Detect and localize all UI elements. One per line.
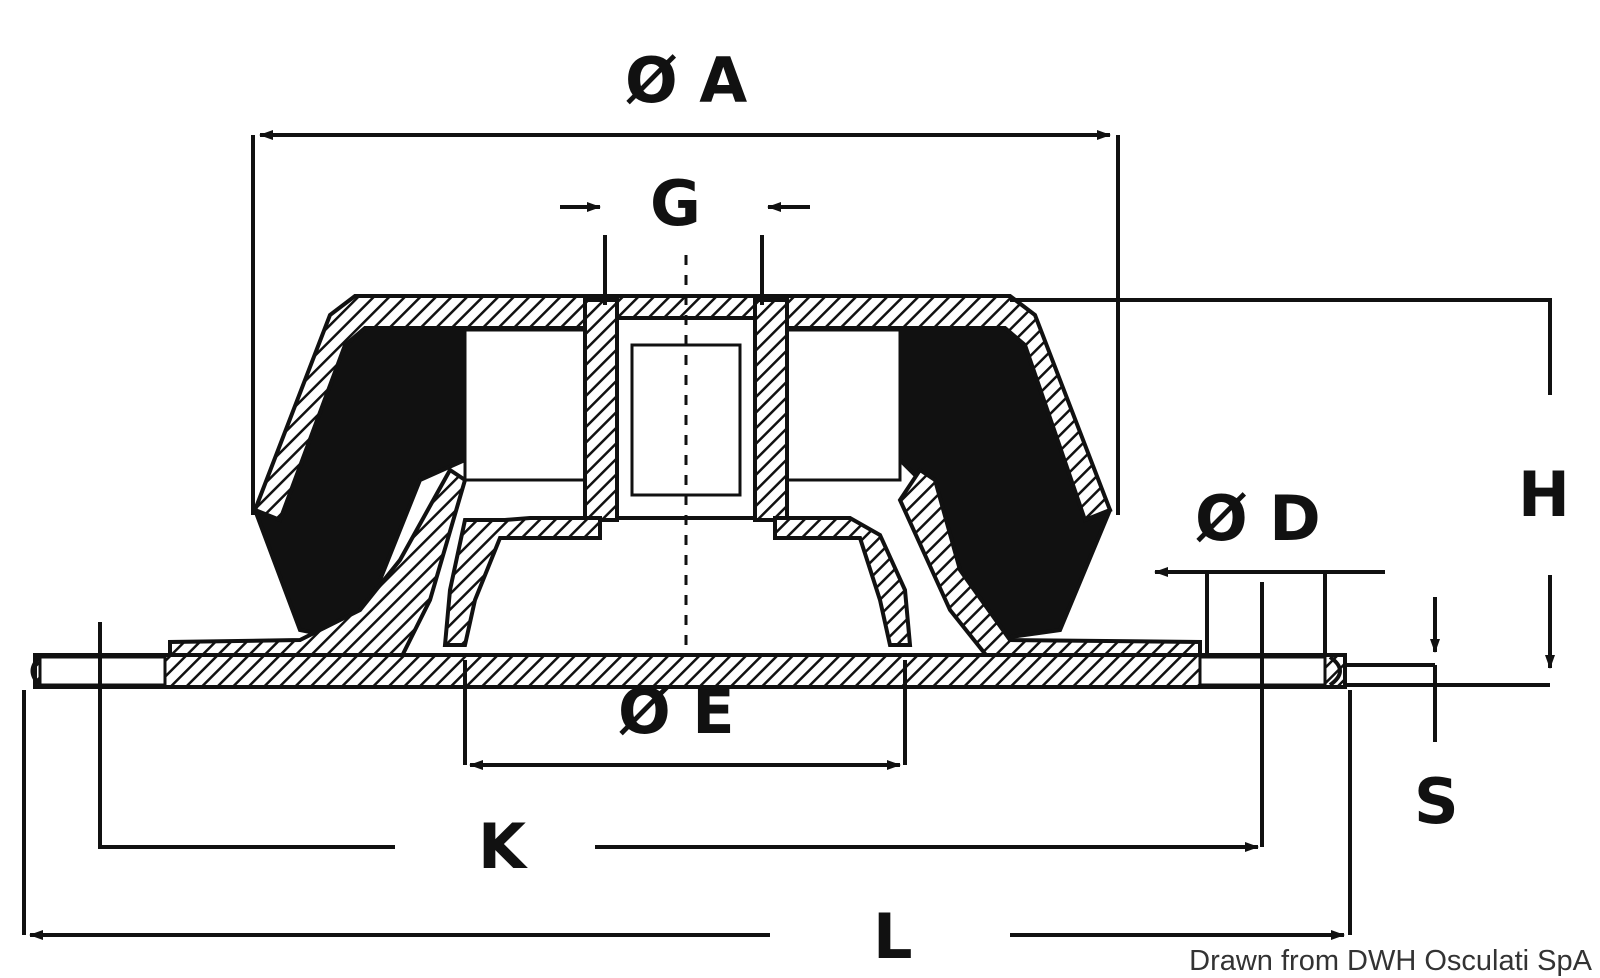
label-dim-d: Ø D [1195, 482, 1321, 555]
flange-tip-left [30, 655, 42, 687]
label-dim-s: S [1414, 765, 1459, 838]
label-dim-k: K [478, 810, 528, 883]
cavity-right [773, 328, 902, 482]
dim-k-left [98, 622, 395, 849]
rubber-arm-right [897, 467, 1202, 662]
label-dim-l: L [873, 900, 913, 973]
inner-hat-plate-right [773, 516, 913, 647]
inner-hat-plate [442, 516, 602, 647]
label-dim-e: Ø E [618, 675, 735, 748]
dimension-lines [22, 130, 1555, 940]
insert-wall-right [753, 298, 789, 522]
label-dim-h: H [1518, 458, 1570, 531]
base-flange-plain-left [38, 655, 167, 687]
label-dim-a: Ø A [625, 44, 747, 117]
rubber-arm-left [168, 467, 468, 662]
credit-text: Drawn from DWH Osculati SpA [1189, 945, 1593, 977]
flange-tip-right [1328, 655, 1342, 687]
mount-cross-section [30, 255, 1347, 689]
insert-wall-left [583, 298, 619, 522]
dim-h-ext-top [1010, 298, 1552, 395]
label-dim-g: G [650, 167, 701, 240]
cavity-left [463, 328, 587, 482]
